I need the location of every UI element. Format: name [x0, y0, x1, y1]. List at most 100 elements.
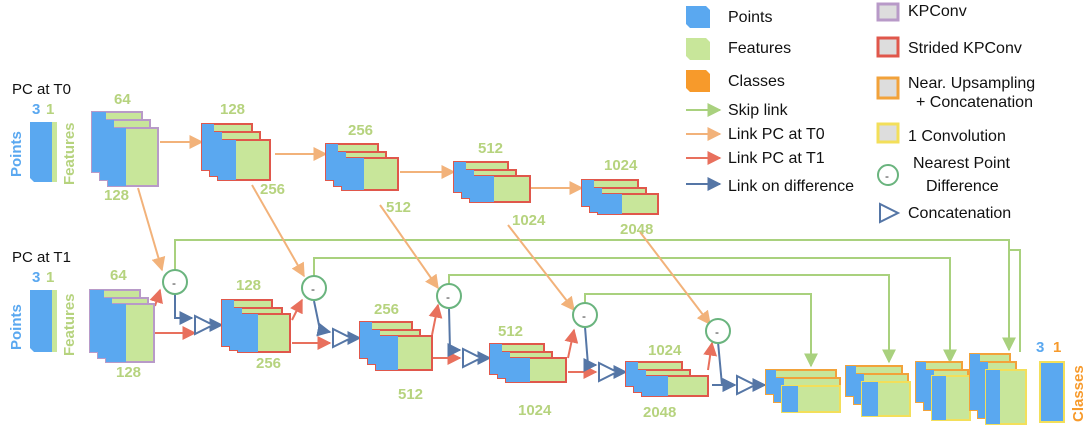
input-t1-features-label: Features	[61, 293, 78, 356]
output-classes-dim: 3	[1036, 339, 1044, 356]
encoder-t0-block-1: 64 128	[91, 91, 159, 204]
encoder-t0-block-4: 512 1024	[453, 140, 546, 229]
encoder-t1-block-4: 512 1024	[489, 323, 567, 419]
legend-strided: Strided KPConv	[908, 40, 1022, 57]
legend-link-diff: Link on difference	[728, 178, 854, 195]
input-t1-features-dim: 1	[46, 269, 54, 286]
legend-conv1: 1 Convolution	[908, 128, 1006, 145]
decoder-block-1	[765, 369, 841, 413]
legend-upsampling-1: Near. Upsampling	[908, 75, 1035, 92]
legend-kpconv: KPConv	[908, 3, 967, 20]
difference-node-4	[572, 302, 598, 328]
legend-kpconv-swatch	[876, 2, 900, 22]
legend-points-swatch	[686, 6, 710, 28]
input-t0-features-label: Features	[61, 122, 78, 185]
difference-node-symbols: - - - - -	[172, 276, 719, 339]
concat-5	[736, 374, 758, 396]
concat-2	[332, 327, 354, 349]
encoder-t0-block-4-top: 512	[478, 140, 503, 157]
legend-classes: Classes	[728, 73, 785, 90]
encoder-t0-block-1-top: 64	[114, 91, 131, 108]
difference-symbol-2: -	[311, 282, 315, 296]
legend-right: KPConv Strided KPConv Near. Upsampling +…	[876, 2, 1035, 224]
encoder-t1-block-2: 128 256	[221, 277, 291, 372]
legend-left: Points Features Classes Skip link Link P…	[686, 6, 854, 195]
input-t0: PC at T0 3 1 Points Features	[8, 81, 78, 185]
decoder-block-2	[845, 365, 911, 417]
legend-nearest-point-1: Nearest Point	[913, 155, 1010, 172]
decoder-block-4	[969, 353, 1027, 425]
encoder-t1-block-5-top: 1024	[648, 342, 682, 359]
encoder-t1-block-2-bottom: 256	[256, 355, 281, 372]
encoder-t0-block-3: 256 512	[325, 122, 411, 216]
input-t0-title: PC at T0	[12, 81, 71, 98]
difference-links	[174, 293, 767, 392]
encoder-t0-block-3-bottom: 512	[386, 199, 411, 216]
concat-4	[598, 361, 620, 383]
nearest-point-difference-nodes	[162, 269, 731, 344]
encoder-t1-block-4-top: 512	[498, 323, 523, 340]
legend-skip-link: Skip link	[728, 102, 789, 119]
legend-upsampling-swatch	[876, 76, 900, 100]
input-t1-points-label: Points	[8, 304, 25, 350]
skip-links	[174, 239, 1021, 368]
input-t0-features-dim: 1	[46, 101, 54, 118]
legend-conv1-swatch	[876, 122, 900, 144]
input-t1-features-block	[52, 290, 57, 352]
encoder-t1-block-5: 1024 2048	[625, 342, 709, 421]
encoder-t1-block-4-bottom: 1024	[518, 402, 552, 419]
concat-3	[462, 347, 484, 369]
difference-node-1	[162, 269, 188, 295]
encoder-t1-block-3: 256 512	[359, 301, 433, 403]
legend-link-t1: Link PC at T1	[728, 150, 825, 167]
difference-symbol-3: -	[446, 290, 450, 304]
encoder-t0-block-2-top: 128	[220, 101, 245, 118]
difference-node-3	[436, 283, 462, 309]
legend-nearest-point-swatch	[877, 164, 899, 186]
input-t1: PC at T1 3 1 Points Features	[8, 249, 78, 356]
input-t1-points-block	[30, 290, 56, 352]
legend-features-swatch	[686, 38, 710, 60]
encoder-t1-block-3-bottom: 512	[398, 386, 423, 403]
encoder-t1-block-3-top: 256	[374, 301, 399, 318]
legend-concatenation-swatch	[879, 202, 901, 224]
encoder-t0-block-5: 1024 2048	[581, 157, 659, 238]
encoder-t1-block-5-bottom: 2048	[643, 404, 676, 421]
legend-upsampling-2: + Concatenation	[916, 94, 1033, 111]
input-t0-points-label: Points	[8, 131, 25, 177]
decoder-block-3	[915, 361, 971, 421]
encoder-t1-block-1: 64 128	[89, 267, 155, 381]
concat-1	[194, 314, 216, 336]
encoder-t1-block-2-top: 128	[236, 277, 261, 294]
difference-symbol-1: -	[172, 276, 176, 290]
concatenation-triangles	[194, 314, 758, 396]
difference-symbol-4: -	[582, 309, 586, 323]
legend-strided-swatch	[876, 36, 900, 58]
legend-link-t0: Link PC at T0	[728, 126, 825, 143]
legend-classes-swatch	[686, 70, 710, 92]
output-classes-label: Classes	[1070, 365, 1087, 422]
input-t0-features-block	[52, 122, 57, 182]
input-t1-points-dim: 3	[32, 269, 40, 286]
difference-symbol-5: -	[715, 325, 719, 339]
encoder-t0-block-2: 128 256	[201, 101, 285, 198]
output-classes: 3 1 Classes	[1036, 339, 1087, 423]
difference-node-5	[705, 318, 731, 344]
output-extra-dim: 1	[1053, 339, 1061, 356]
encoder-t0-block-4-bottom: 1024	[512, 212, 546, 229]
difference-node-2	[301, 275, 327, 301]
encoder-t0-block-3-top: 256	[348, 122, 373, 139]
input-t0-points-dim: 3	[32, 101, 40, 118]
legend-concatenation: Concatenation	[908, 205, 1011, 222]
legend-nearest-point-symbol: -	[885, 169, 889, 183]
input-t1-title: PC at T1	[12, 249, 71, 266]
encoder-t0-block-5-top: 1024	[604, 157, 638, 174]
encoder-t0-block-1-bottom: 128	[104, 187, 129, 204]
encoder-t0-block-5-bottom: 2048	[620, 221, 653, 238]
legend-points: Points	[728, 9, 772, 26]
t1-links	[149, 288, 718, 379]
encoder-t0-block-2-bottom: 256	[260, 181, 285, 198]
output-block	[1039, 361, 1065, 423]
t0-links	[137, 135, 711, 326]
